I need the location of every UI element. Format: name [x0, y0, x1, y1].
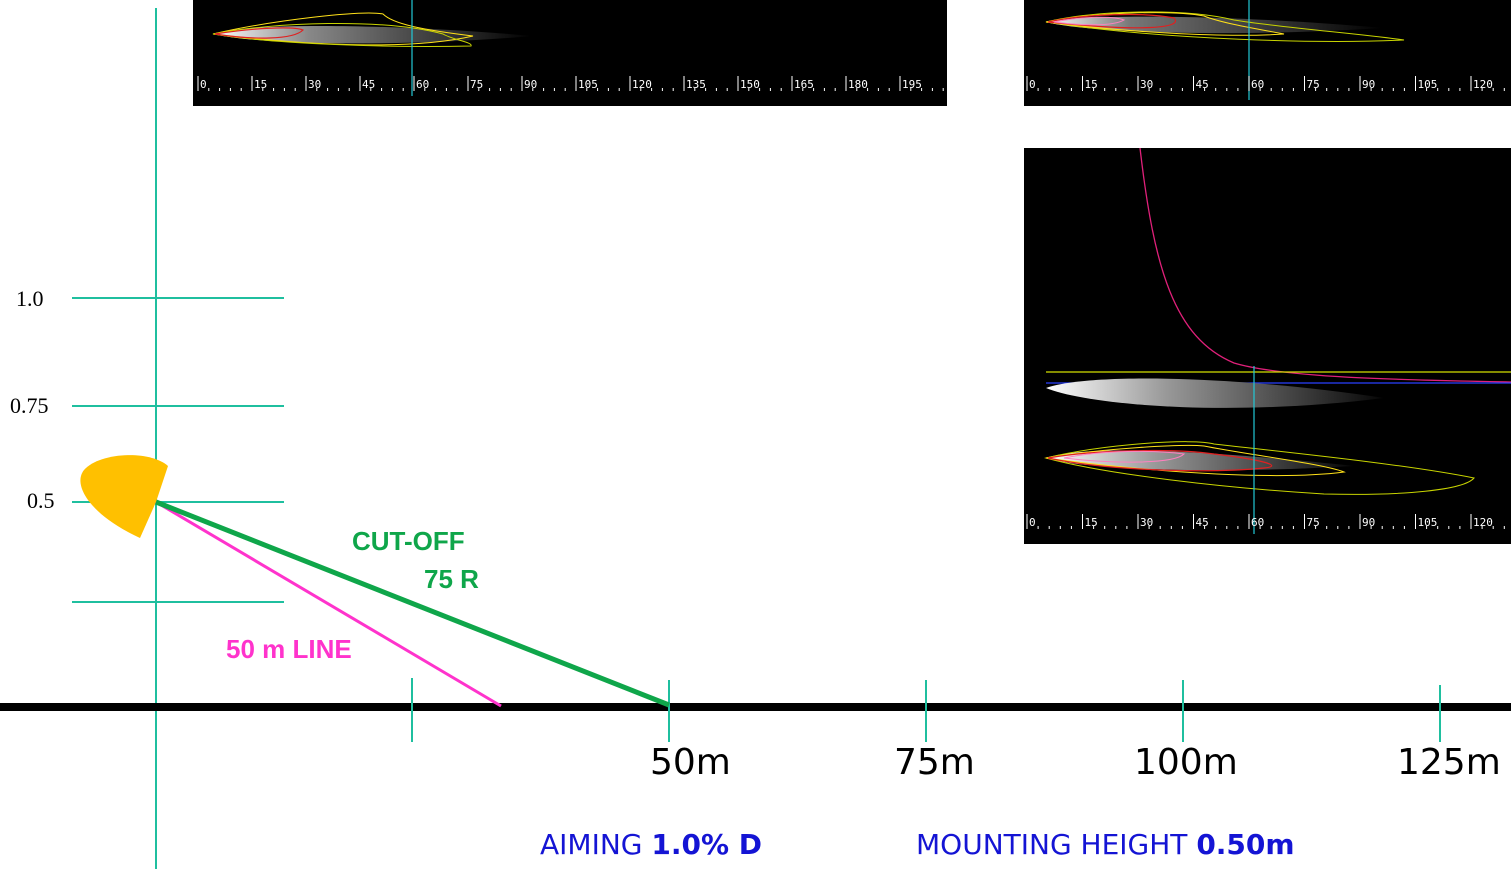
contour-red-top-left [214, 27, 305, 39]
scale-bottom-right-tick-label: 120 [1473, 516, 1493, 529]
scale-ticks-top-left: 0 15 30 45 60 75 90 105 120 135 150 165 180 195 [197, 76, 944, 91]
cutoff-beam [155, 499, 670, 708]
line-50m-beam [155, 500, 502, 708]
ground-line [0, 703, 1511, 711]
y-tick-label-0-5: 0.5 [27, 488, 55, 513]
beam-plot-top-left: 0 15 30 45 60 75 90 105 120 135 150 165 180 195 [193, 0, 947, 106]
cutoff-curve [1139, 148, 1511, 383]
cutoff-label: CUT-OFF [352, 526, 465, 556]
scale-ticks-bottom-right: 0 15 30 45 60 75 90 105 120 [1026, 514, 1505, 529]
scale-top-right-tick-label: 45 [1196, 78, 1209, 91]
scale-top-right-tick-label: 60 [1251, 78, 1264, 91]
scale-bottom-right-tick-label: 30 [1140, 516, 1153, 529]
contour-pink-top-right [1053, 16, 1126, 26]
scale-top-left-tick-label: 15 [254, 78, 267, 91]
beam-upper-spot [1046, 378, 1384, 408]
scale-top-left-tick-label: 0 [200, 78, 207, 91]
cutoff-75r-label: 75 R [424, 564, 479, 594]
scale-bottom-right-tick-label: 75 [1307, 516, 1320, 529]
scale-top-right-tick-label: 30 [1140, 78, 1153, 91]
line-50m-label: 50 m LINE [226, 634, 352, 664]
y-tick-label-0-75: 0.75 [10, 393, 49, 418]
contour-red-bottom-right [1047, 449, 1273, 472]
scale-top-left-tick-label: 120 [632, 78, 652, 91]
scale-top-left-tick-label: 105 [578, 78, 598, 91]
scale-ticks-top-right: 0 15 30 45 60 75 90 105 120 [1026, 76, 1505, 91]
scale-top-left-tick-label: 45 [362, 78, 375, 91]
beam-lower-spot [1046, 450, 1354, 471]
mounting-value: 0.50m [1196, 828, 1295, 861]
scale-bottom-right-tick-label: 105 [1418, 516, 1438, 529]
x-tick-label-125m: 125m [1397, 742, 1501, 783]
beam-plot-top-right-graphic: 0 15 30 45 60 75 90 105 120 [1026, 0, 1505, 100]
scale-bottom-right-tick-label: 15 [1085, 516, 1098, 529]
scale-bottom-right-tick-label: 0 [1029, 516, 1036, 529]
contour-outer-bottom-right [1044, 441, 1475, 495]
contour-outer-top-right [1045, 11, 1405, 42]
scale-top-right-tick-label: 75 [1307, 78, 1320, 91]
scale-top-right-tick-label: 15 [1085, 78, 1098, 91]
scale-bottom-right-tick-label: 45 [1196, 516, 1209, 529]
scale-top-left-tick-label: 90 [524, 78, 537, 91]
scale-top-left-tick-label: 165 [794, 78, 814, 91]
scale-top-left-tick-label: 195 [902, 78, 922, 91]
scale-top-left-tick-label: 30 [308, 78, 321, 91]
y-tick-label-1-0: 1.0 [16, 286, 44, 311]
beam-plot-top-left-graphic: 0 15 30 45 60 75 90 105 120 135 150 165 180 195 [197, 0, 944, 96]
scale-bottom-right-tick-label: 90 [1362, 516, 1375, 529]
aiming-caption: AIMING 1.0% D [540, 828, 762, 861]
aiming-value: 1.0% D [651, 828, 763, 861]
mounting-caption: MOUNTING HEIGHT 0.50m [916, 828, 1295, 861]
contour-red-top-right [1047, 13, 1177, 29]
scale-top-right-tick-label: 0 [1029, 78, 1036, 91]
beam-plot-bottom-right-graphic: 0 15 30 45 60 75 90 105 120 [1026, 148, 1511, 534]
contour-yellow-top-right [1045, 12, 1285, 36]
scale-top-left-tick-label: 60 [416, 78, 429, 91]
x-tick-label-50m: 50m [650, 742, 731, 783]
contour-pink-bottom-right [1063, 450, 1186, 463]
scale-top-right-tick-label: 90 [1362, 78, 1375, 91]
x-tick-label-75m: 75m [894, 742, 975, 783]
scale-top-left-tick-label: 150 [740, 78, 760, 91]
mounting-label: MOUNTING HEIGHT [916, 828, 1197, 861]
x-tick-label-100m: 100m [1134, 742, 1238, 783]
beam-plot-top-right: 0 15 30 45 60 75 90 105 120 [1024, 0, 1511, 106]
headlamp-icon [80, 455, 168, 538]
scale-top-left-tick-label: 135 [686, 78, 706, 91]
beam-spot-top-right [1046, 16, 1384, 34]
beam-spot-top-left [213, 25, 533, 44]
aiming-label: AIMING [540, 828, 652, 861]
scale-bottom-right-tick-label: 60 [1251, 516, 1264, 529]
beam-plot-bottom-right: 0 15 30 45 60 75 90 105 120 [1024, 148, 1511, 544]
scale-top-left-tick-label: 180 [848, 78, 868, 91]
scale-top-left-tick-label: 75 [470, 78, 483, 91]
contour-outer-top-left [212, 22, 472, 47]
contour-yellow-bottom-right [1045, 445, 1346, 477]
scale-top-right-tick-label: 105 [1418, 78, 1438, 91]
scale-top-right-tick-label: 120 [1473, 78, 1493, 91]
